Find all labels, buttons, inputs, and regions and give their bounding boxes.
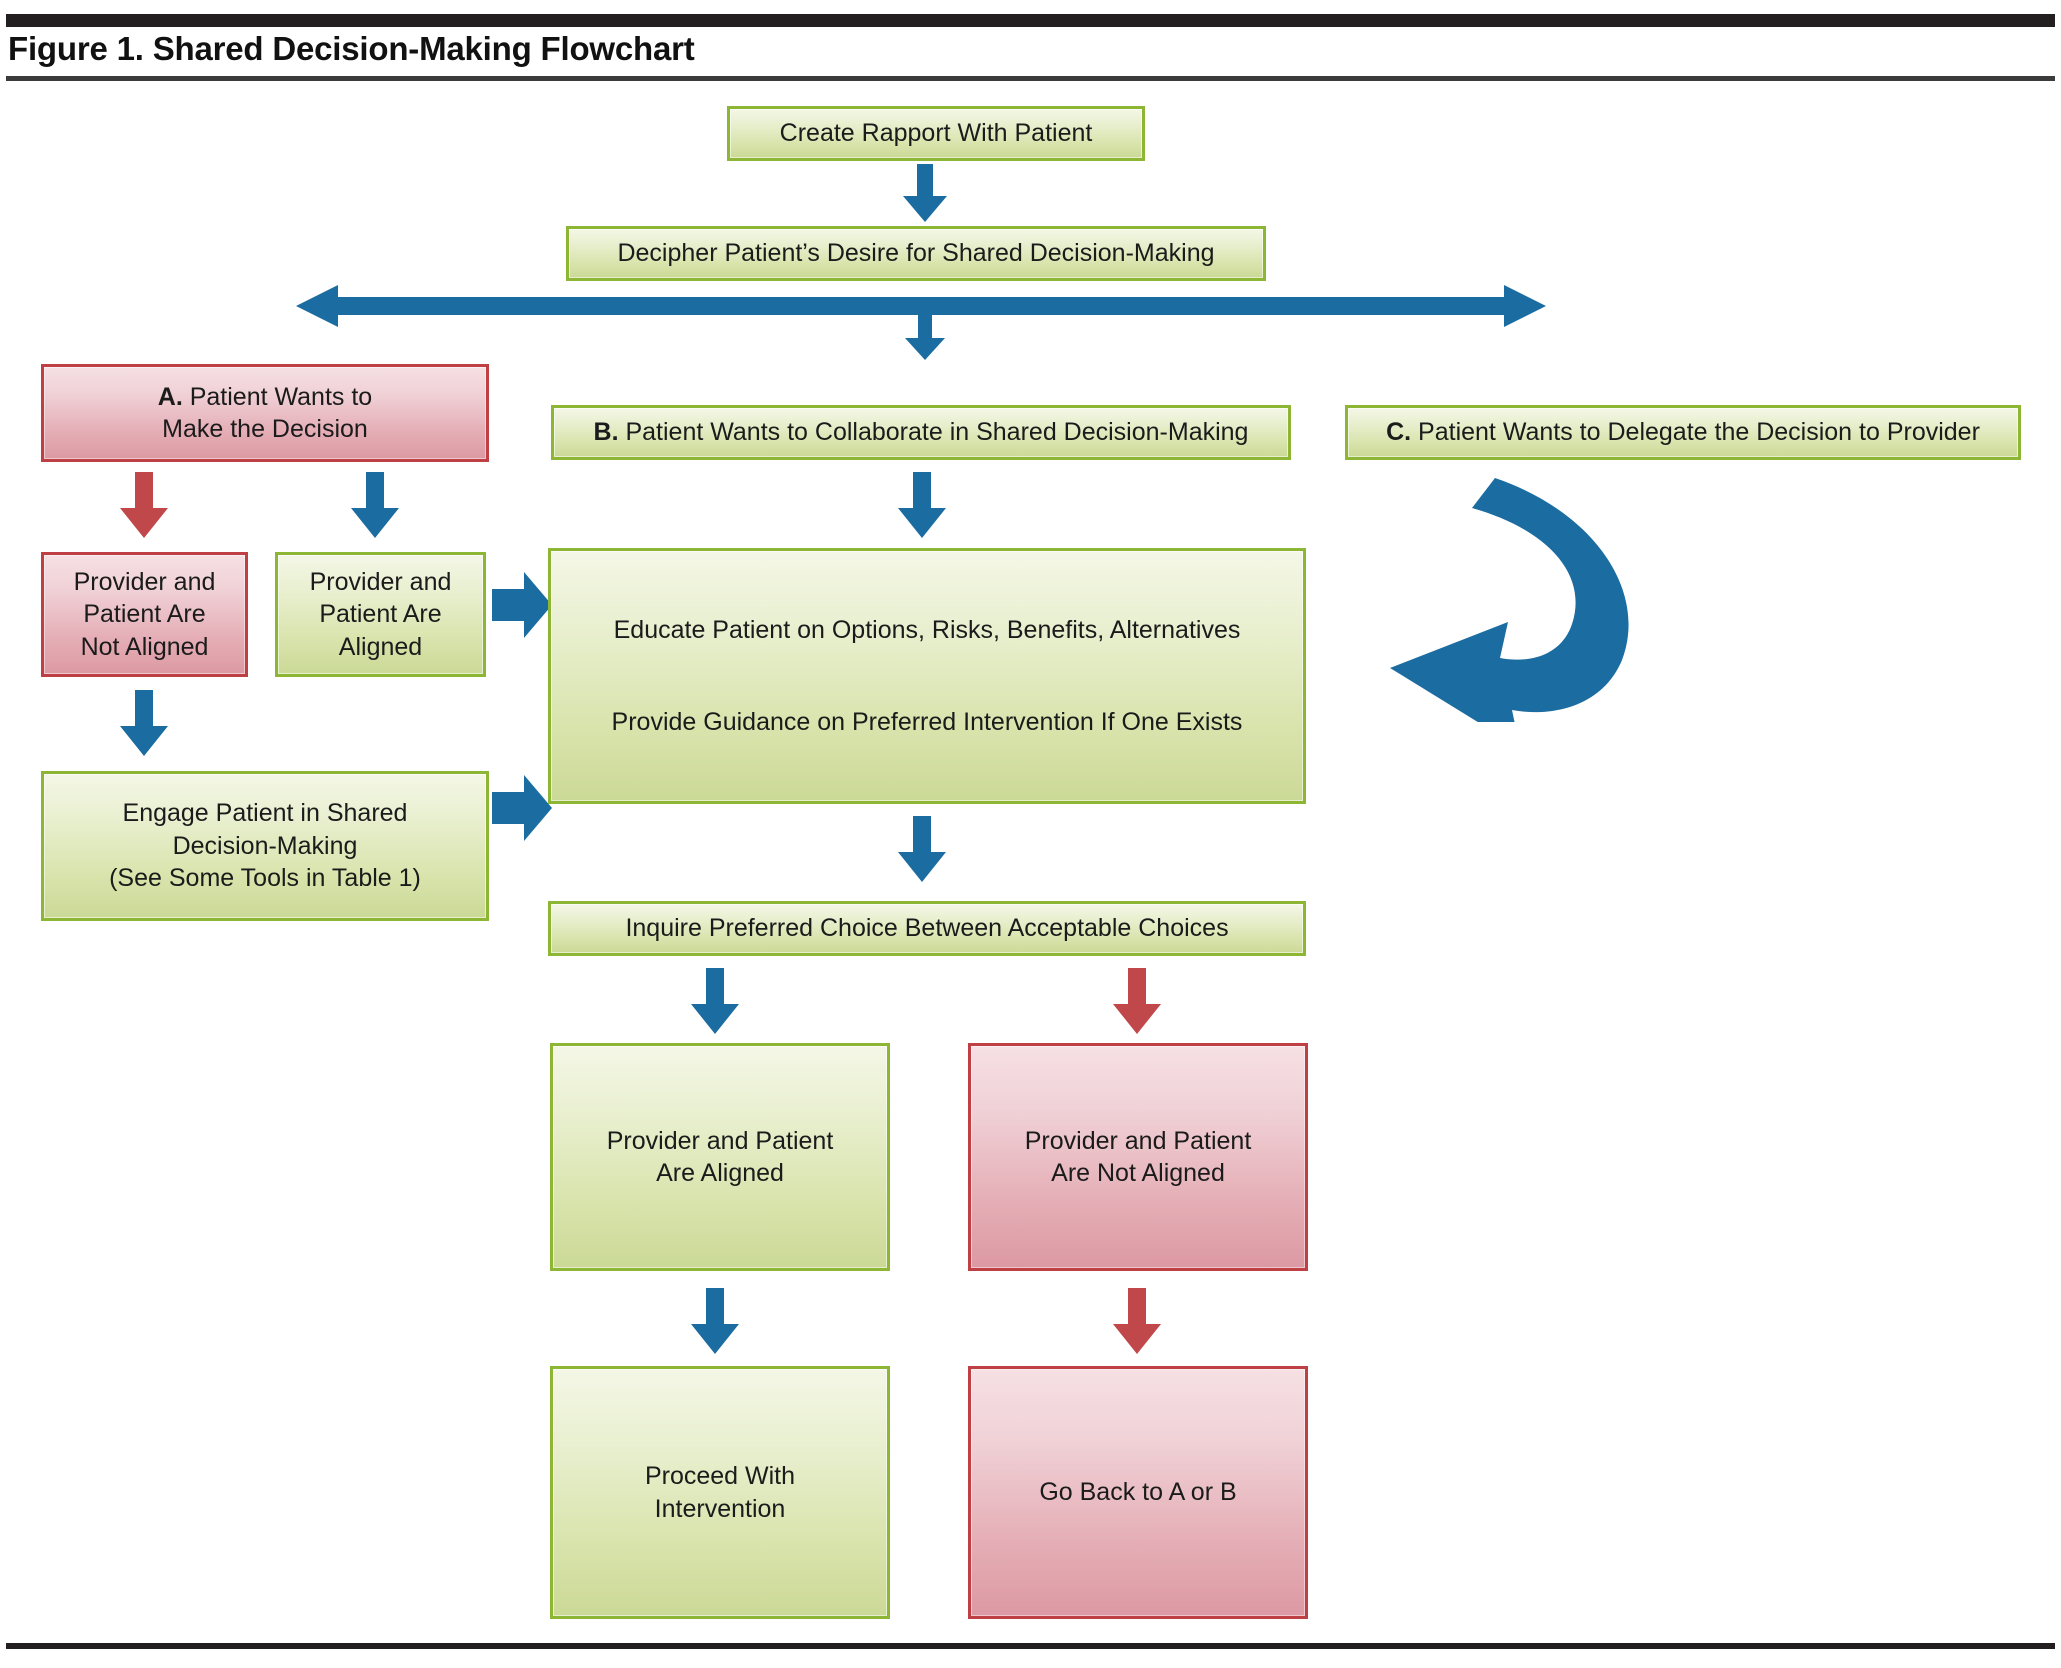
node-b-aligned-label: Provider and Patient Are Aligned <box>606 1126 834 1188</box>
node-b-aligned: Provider and Patient Are Aligned <box>550 1043 890 1271</box>
arrow-decipher-down <box>905 312 945 360</box>
node-create-rapport-label: Create Rapport With Patient <box>779 119 1093 148</box>
node-branch-c: C. Patient Wants to Delegate the Decisio… <box>1345 405 2021 460</box>
arrow-rapport-to-decipher <box>903 164 947 222</box>
branch-c-letter: C. <box>1386 418 1412 447</box>
node-decipher-label: Decipher Patient’s Desire for Shared Dec… <box>617 239 1215 268</box>
node-proceed-label: Proceed With Intervention <box>644 1462 796 1523</box>
branch-b-text: Patient Wants to Collaborate in Shared D… <box>618 418 1249 447</box>
node-a-aligned-label: Provider and Patient Are Aligned <box>309 567 452 661</box>
node-educate-line-2: Provide Guidance on Preferred Interventi… <box>611 708 1243 736</box>
node-branch-b-label: B. Patient Wants to Collaborate in Share… <box>594 416 1249 449</box>
page-title: Figure 1. Shared Decision-Making Flowcha… <box>8 30 695 67</box>
title-underline-rule <box>6 76 2055 81</box>
node-go-back: Go Back to A or B <box>968 1366 1308 1619</box>
node-b-not-aligned: Provider and Patient Are Not Aligned <box>968 1043 1308 1271</box>
branch-a-letter: A. <box>157 382 183 411</box>
arrow-c-curved-return <box>1380 472 1690 722</box>
arrow-not-aligned-to-go-back <box>1113 1288 1161 1354</box>
node-inquire: Inquire Preferred Choice Between Accepta… <box>548 901 1306 956</box>
branch-b-letter: B. <box>593 418 619 447</box>
arrow-not-aligned-to-engage <box>120 690 168 756</box>
top-rule <box>6 14 2055 27</box>
arrow-aligned-to-proceed <box>691 1288 739 1354</box>
arrow-engage-to-educate <box>492 775 552 841</box>
node-branch-a-label: A. Patient Wants to Make the Decision <box>158 381 372 446</box>
arrow-a-to-aligned <box>351 472 399 538</box>
arrow-inquire-to-not-aligned <box>1113 968 1161 1034</box>
node-branch-b: B. Patient Wants to Collaborate in Share… <box>551 405 1291 460</box>
arrow-inquire-to-aligned <box>691 968 739 1034</box>
arrow-b-to-educate <box>898 472 946 538</box>
arrow-educate-to-inquire <box>898 816 946 882</box>
node-educate-patient: Educate Patient on Options, Risks, Benef… <box>548 548 1306 804</box>
node-b-not-aligned-label: Provider and Patient Are Not Aligned <box>1024 1126 1252 1188</box>
node-create-rapport: Create Rapport With Patient <box>727 106 1145 161</box>
node-educate-line-1: Educate Patient on Options, Risks, Benef… <box>613 615 1241 644</box>
node-branch-c-label: C. Patient Wants to Delegate the Decisio… <box>1386 416 1980 449</box>
arrow-a-to-not-aligned <box>120 472 168 538</box>
node-inquire-label: Inquire Preferred Choice Between Accepta… <box>625 914 1229 943</box>
node-go-back-label: Go Back to A or B <box>1039 1478 1237 1507</box>
node-engage-patient: Engage Patient in Shared Decision-Making… <box>41 771 489 921</box>
node-a-not-aligned: Provider and Patient Are Not Aligned <box>41 552 248 677</box>
node-engage-patient-label: Engage Patient in Shared Decision-Making… <box>109 799 421 893</box>
node-proceed-with-intervention: Proceed With Intervention <box>550 1366 890 1619</box>
node-decipher: Decipher Patient’s Desire for Shared Dec… <box>566 226 1266 281</box>
arrow-branch-spread-double-headed <box>296 285 1546 327</box>
node-a-not-aligned-label: Provider and Patient Are Not Aligned <box>73 567 216 661</box>
branch-c-text: Patient Wants to Delegate the Decision t… <box>1411 418 1980 447</box>
node-branch-a: A. Patient Wants to Make the Decision <box>41 364 489 462</box>
node-a-aligned: Provider and Patient Are Aligned <box>275 552 486 677</box>
bottom-rule <box>6 1643 2055 1649</box>
branch-a-text: Patient Wants to Make the Decision <box>162 382 373 444</box>
arrow-aligned-to-educate <box>492 572 552 638</box>
